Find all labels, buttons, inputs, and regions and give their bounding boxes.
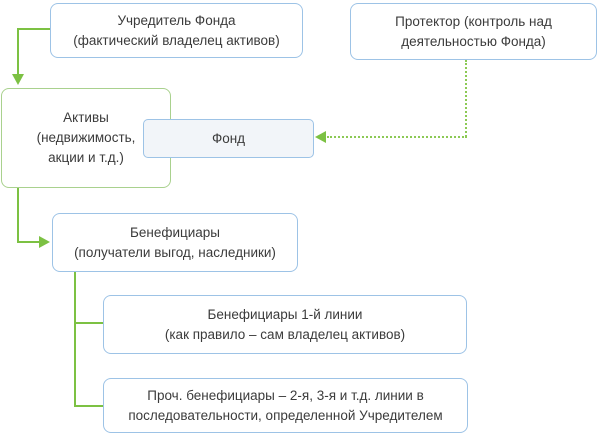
node-beneficiaries-other: Проч. бенефициары – 2-я, 3-я и т.д. лини… bbox=[103, 378, 468, 433]
founder-sublabel: (фактический владелец активов) bbox=[73, 32, 280, 48]
founder-label: Учредитель Фонда bbox=[117, 12, 236, 28]
node-fund: Фонд bbox=[143, 119, 314, 158]
beneficiaries-other-sublabel: последовательности, определенной Учредит… bbox=[128, 407, 443, 423]
connector-assets-to-beneficiaries-vertical bbox=[17, 188, 19, 243]
connector-protector-to-fund-horizontal bbox=[327, 136, 467, 138]
beneficiaries-line1-sublabel: (как правило – сам владелец активов) bbox=[164, 326, 406, 342]
arrowhead-down-icon bbox=[12, 74, 24, 85]
assets-sublabel-2: акции и т.д.) bbox=[48, 150, 124, 165]
connector-protector-to-fund-vertical bbox=[465, 60, 467, 137]
node-beneficiaries-line1: Бенефициары 1-й линии (как правило – сам… bbox=[103, 295, 467, 354]
connector-assets-to-beneficiaries-horizontal bbox=[17, 241, 40, 243]
connector-founder-to-assets-horizontal bbox=[17, 28, 51, 30]
connector-founder-to-assets-vertical bbox=[17, 28, 19, 75]
node-assets: Активы (недвижимость, акции и т.д.) bbox=[1, 88, 171, 188]
protector-label: Протектор (контроль над bbox=[395, 13, 552, 29]
connector-branch-others bbox=[74, 405, 104, 407]
assets-sublabel-1: (недвижимость, bbox=[36, 130, 136, 145]
connector-beneficiaries-trunk bbox=[74, 272, 76, 407]
arrowhead-left-icon bbox=[315, 131, 326, 143]
fund-label: Фонд bbox=[211, 130, 246, 146]
connector-branch-line1 bbox=[74, 322, 104, 324]
beneficiaries-other-label: Проч. бенефициары – 2-я, 3-я и т.д. лини… bbox=[147, 387, 424, 403]
assets-label: Активы bbox=[63, 110, 109, 125]
node-founder: Учредитель Фонда (фактический владелец а… bbox=[50, 3, 303, 58]
arrowhead-right-icon bbox=[39, 236, 50, 248]
node-protector: Протектор (контроль над деятельностью Фо… bbox=[350, 3, 597, 60]
protector-sublabel: деятельностью Фонда) bbox=[401, 33, 546, 49]
beneficiaries-sublabel: (получатели выгод, наследники) bbox=[74, 244, 276, 260]
node-beneficiaries: Бенефициары (получатели выгод, наследник… bbox=[52, 213, 298, 272]
beneficiaries-line1-label: Бенефициары 1-й линии bbox=[207, 306, 363, 322]
beneficiaries-label: Бенефициары bbox=[130, 224, 220, 240]
